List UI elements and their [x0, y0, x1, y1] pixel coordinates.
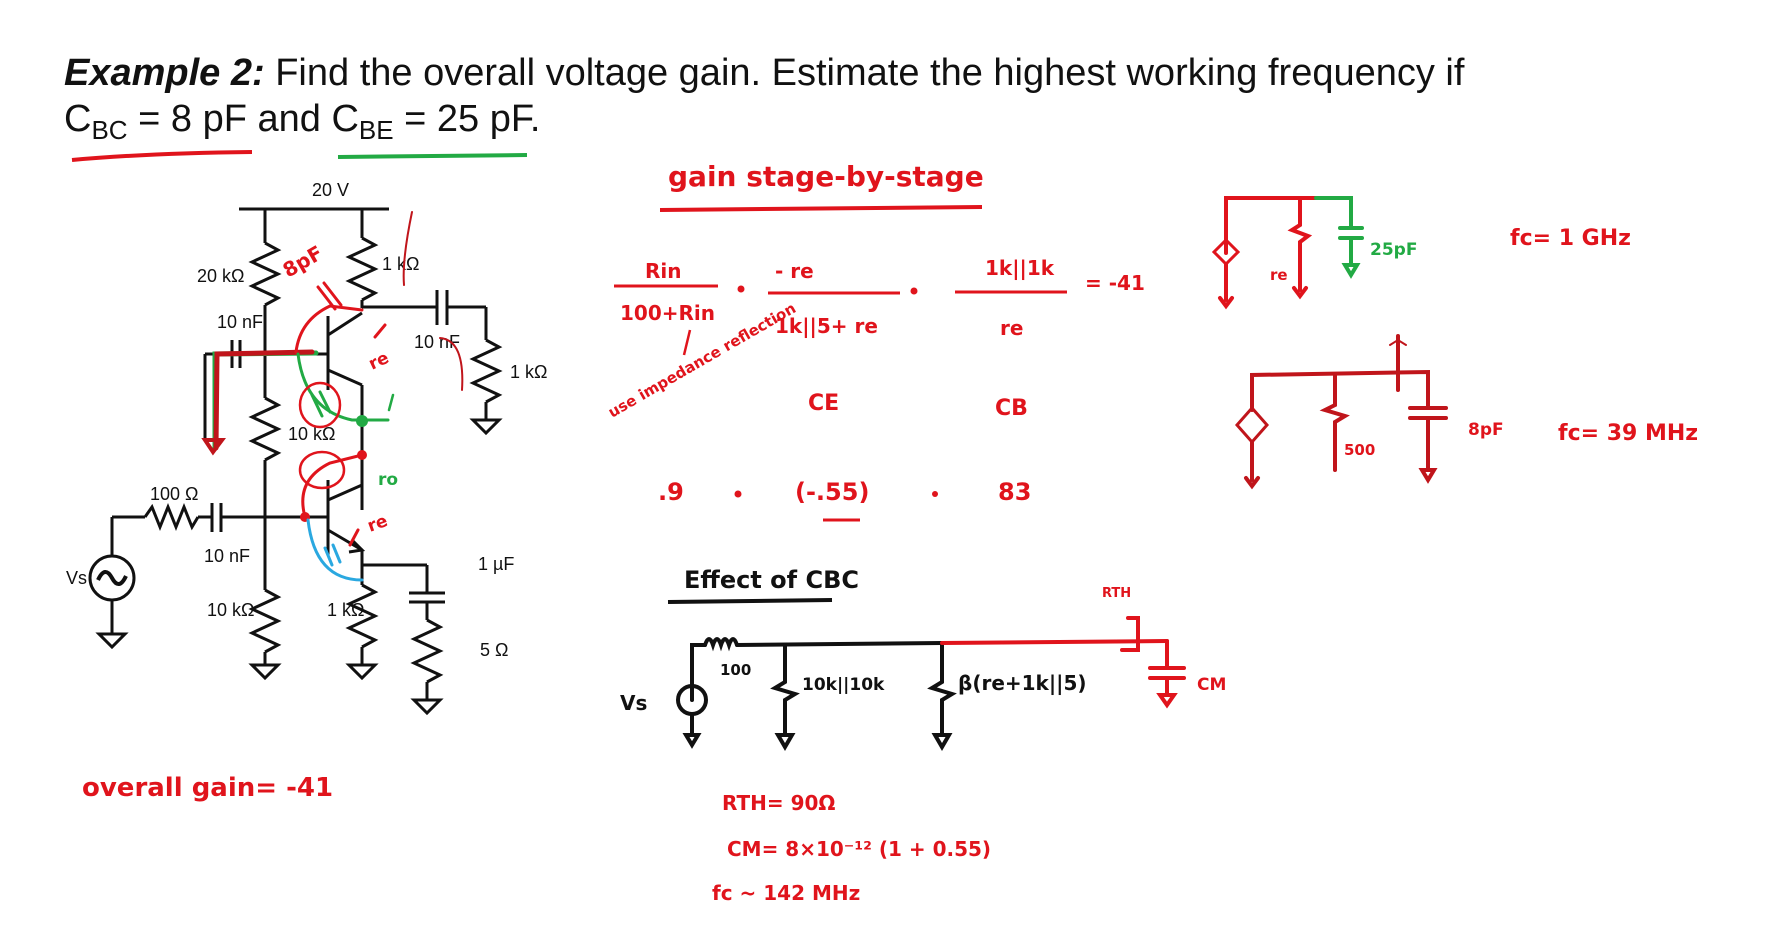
effect-heading-underline	[667, 598, 833, 604]
re-bottom-annotation: re	[365, 511, 391, 537]
small2-r-label: 500	[1344, 441, 1375, 459]
gain-heading-underline	[659, 205, 983, 212]
ro-annotation: ro	[378, 470, 398, 490]
output-pole-circuit	[1234, 334, 1448, 490]
c-emitter-label: 1 µF	[478, 554, 514, 574]
equiv-r3-label: β(re+1k||5)	[958, 671, 1087, 695]
term3-denominator: re	[1000, 316, 1023, 340]
title-line-2: CBC = 8 pF and CBE = 25 pF.	[64, 96, 1464, 153]
cbc-symbol: C	[64, 98, 92, 140]
term1-denominator: 100+Rin	[620, 301, 715, 325]
small1-re-label: re	[1270, 266, 1288, 284]
c-in-label: 10 nF	[217, 312, 263, 332]
miller-equivalent-circuit	[676, 616, 1186, 751]
arrow-icon	[682, 329, 692, 356]
overall-gain-note: overall gain= -41	[82, 773, 333, 803]
supply-label: 20 V	[312, 180, 349, 200]
amplifier-schematic	[88, 207, 503, 716]
cbe-symbol: C	[331, 98, 359, 140]
input-pole-circuit	[1211, 196, 1364, 310]
r-source-label: 100 Ω	[150, 484, 199, 504]
equiv-rth-label: RTH	[1102, 586, 1131, 601]
multiply-dot	[932, 491, 938, 497]
small2-cap-label: 8pF	[1468, 420, 1504, 440]
multiply-dot	[910, 287, 918, 295]
multiply-dot	[734, 490, 742, 498]
r-emitter-load-label: 5 Ω	[480, 640, 508, 660]
c-source-label: 10 nF	[204, 546, 250, 566]
example-label: Example 2:	[64, 52, 265, 94]
stage2-value: (-.55)	[795, 478, 869, 506]
cbc-annotation: 8pF	[279, 241, 327, 283]
term2-numerator: - re	[775, 259, 814, 283]
equiv-r1-label: 100	[720, 661, 751, 679]
multiply-dot	[737, 285, 745, 293]
term2-denominator: 1k||5+ re	[775, 314, 878, 338]
stage-cb-label: CB	[995, 396, 1028, 421]
re-top-annotation: re	[366, 348, 393, 375]
title-line-1: Example 2: Find the overall voltage gain…	[64, 50, 1464, 96]
small1-fc-label: fc= 1 GHz	[1510, 226, 1631, 251]
small1-cap-label: 25pF	[1370, 240, 1417, 260]
question-text: Find the overall voltage gain. Estimate …	[275, 52, 1465, 94]
source-label: Vs	[66, 568, 87, 588]
c-out-label: 10 nF	[414, 332, 460, 352]
equiv-cm-label: CM	[1197, 675, 1226, 695]
cbc-value: = 8 pF and	[138, 98, 321, 140]
fc-equation: fc ~ 142 MHz	[712, 881, 860, 905]
r-top-bias-label: 20 kΩ	[197, 266, 244, 286]
cbe-subscript: BE	[358, 115, 394, 145]
problem-statement: Example 2: Find the overall voltage gain…	[64, 50, 1464, 153]
r-emitter-label: 1 kΩ	[327, 600, 364, 620]
cbc-subscript: BC	[91, 115, 128, 145]
term1-numerator: Rin	[645, 259, 682, 283]
gain-heading: gain stage-by-stage	[668, 160, 984, 193]
r-mid-label: 10 kΩ	[288, 424, 335, 444]
term3-numerator: 1k||1k	[985, 256, 1055, 280]
stage-ce-label: CE	[808, 391, 839, 416]
rth-equation: RTH= 90Ω	[722, 791, 835, 815]
equiv-r2-label: 10k||10k	[802, 675, 885, 695]
r-load-label: 1 kΩ	[510, 362, 547, 382]
effect-heading: Effect of CBC	[684, 566, 859, 594]
cbe-underline	[337, 153, 528, 159]
small2-fc-label: fc= 39 MHz	[1558, 421, 1698, 446]
cbe-value: = 25 pF.	[404, 98, 541, 140]
r-bottom-bias-label: 10 kΩ	[207, 600, 254, 620]
schematic-annotations	[201, 211, 464, 582]
gain-result: = -41	[1085, 271, 1145, 295]
cbc-underline	[71, 150, 253, 162]
equiv-source-label: Vs	[620, 691, 647, 715]
cm-equation: CM= 8×10⁻¹² (1 + 0.55)	[727, 837, 991, 861]
stage3-value: 83	[998, 478, 1031, 506]
r-collector-label: 1 kΩ	[382, 254, 419, 274]
stage1-value: .9	[658, 478, 684, 506]
